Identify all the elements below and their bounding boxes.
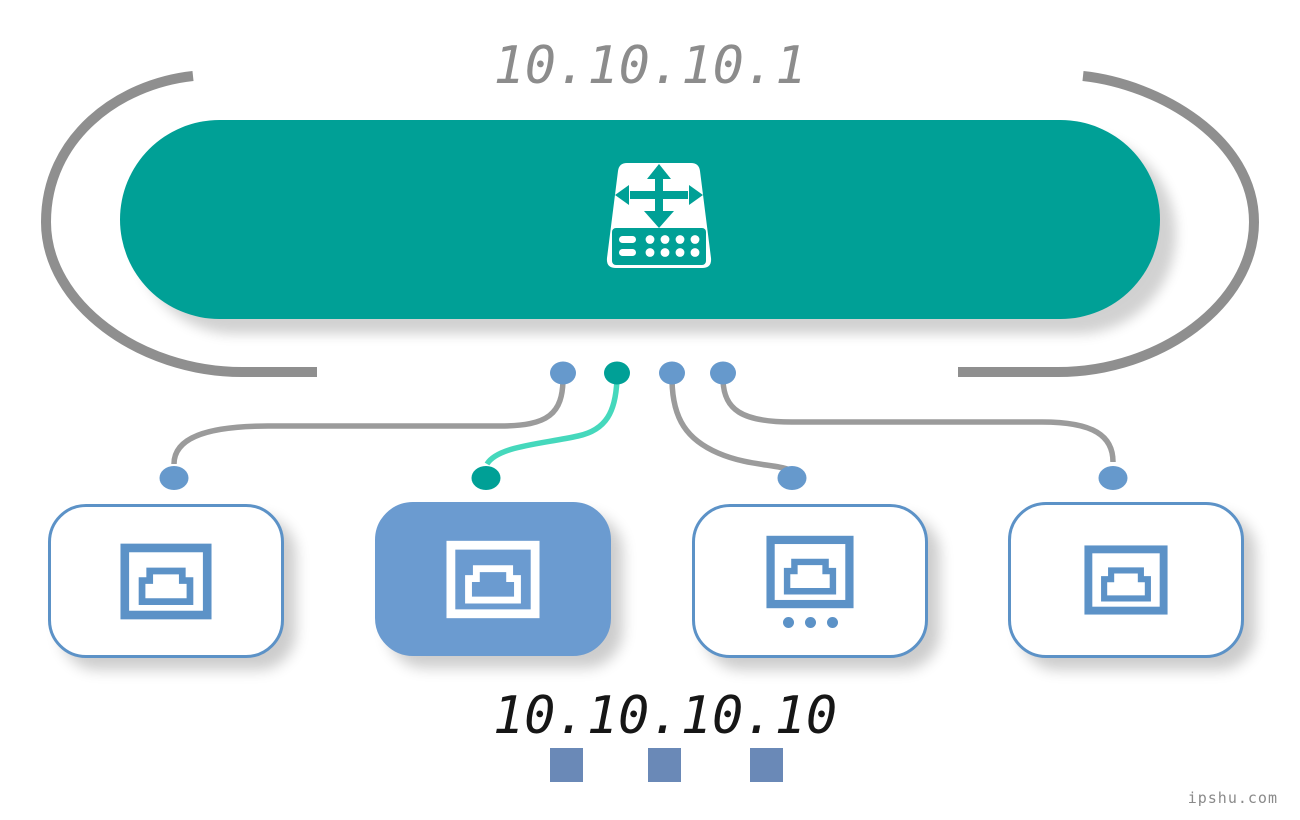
watermark: ipshu.com [1187,789,1278,807]
switch-port-panel [612,228,706,265]
port-card-2-selected [375,502,611,656]
device-square-3 [750,748,783,782]
connector-port-4 [720,377,1116,463]
network-switch-icon [606,163,712,268]
uplink-dot-1 [550,361,576,385]
uplink-dot-2-active [604,361,630,385]
four-way-arrow [615,164,703,228]
ethernet-port-icon [446,540,540,618]
device-ip-label: 10.10.10.10 [492,686,838,746]
left-bracket-arc [40,71,317,377]
uplink-dot-4 [710,361,736,385]
device-square-2 [648,748,681,782]
more-ports-ellipsis-icon [782,616,838,628]
connector-port-1 [171,377,566,465]
uplink-dot-3 [659,361,685,385]
downlink-dot-2-active [471,466,501,490]
ethernet-port-icon [766,535,854,608]
port-card-3 [692,504,928,658]
right-bracket-arc [958,71,1260,377]
gateway-ip-label: 10.10.10.1 [493,36,807,96]
port-card-1 [48,504,284,658]
downlink-dot-1 [159,466,189,490]
device-square-1 [550,748,583,782]
downlink-dot-3 [777,466,807,490]
connector-port-2-active [484,377,620,466]
connector-port-3 [669,377,792,473]
ethernet-port-icon [120,543,212,619]
ethernet-port-icon [1084,545,1168,615]
downlink-dot-4 [1098,466,1128,490]
port-card-4 [1008,502,1244,658]
